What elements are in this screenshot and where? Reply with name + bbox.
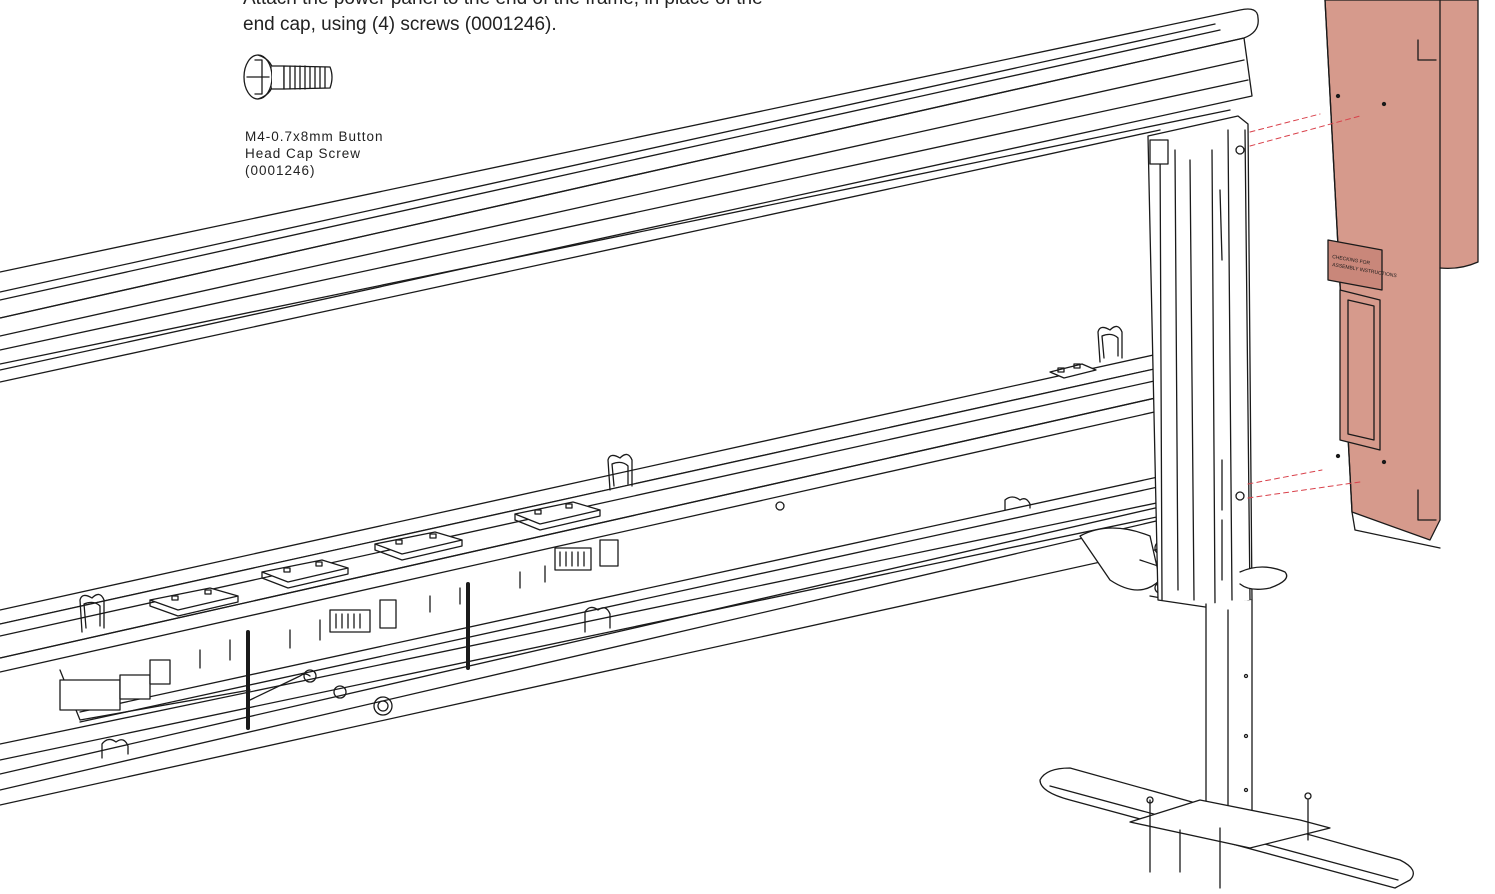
- outlet-3: [374, 531, 463, 561]
- leg-tube: [1205, 599, 1253, 833]
- screw-callout-line-1: M4-0.7x8mm Button: [245, 129, 384, 144]
- outlet-2: [261, 559, 349, 589]
- cable-tray: [0, 347, 1201, 806]
- leg-column: [1147, 115, 1253, 609]
- cable-hooks: [79, 325, 1123, 759]
- outlet-1: [149, 587, 239, 617]
- screw-icon: [243, 54, 333, 100]
- desk-top: [0, 8, 1259, 383]
- instruction-line-1: Attach the power panel to the end of the…: [243, 0, 763, 12]
- power-panel: CHECKING FOR ASSEMBLY INSTRUCTIONS: [1324, 0, 1479, 549]
- foot-base: [1039, 566, 1414, 889]
- outlet-4: [514, 501, 601, 531]
- screw-callout-line-2: Head Cap Screw: [245, 146, 362, 161]
- cable-wire: [249, 673, 311, 701]
- instruction-line-2: end cap, using (4) screws (0001246).: [243, 14, 557, 35]
- separators: [246, 582, 470, 730]
- alignment-lines: [1247, 113, 1361, 499]
- screw-callout: M4-0.7x8mm Button Head Cap Screw (000124…: [245, 128, 384, 179]
- screw-callout-line-3: (0001246): [245, 163, 316, 178]
- outlet-5: [1049, 363, 1097, 379]
- connectors: [59, 501, 785, 716]
- outlet-modules: [149, 363, 1097, 617]
